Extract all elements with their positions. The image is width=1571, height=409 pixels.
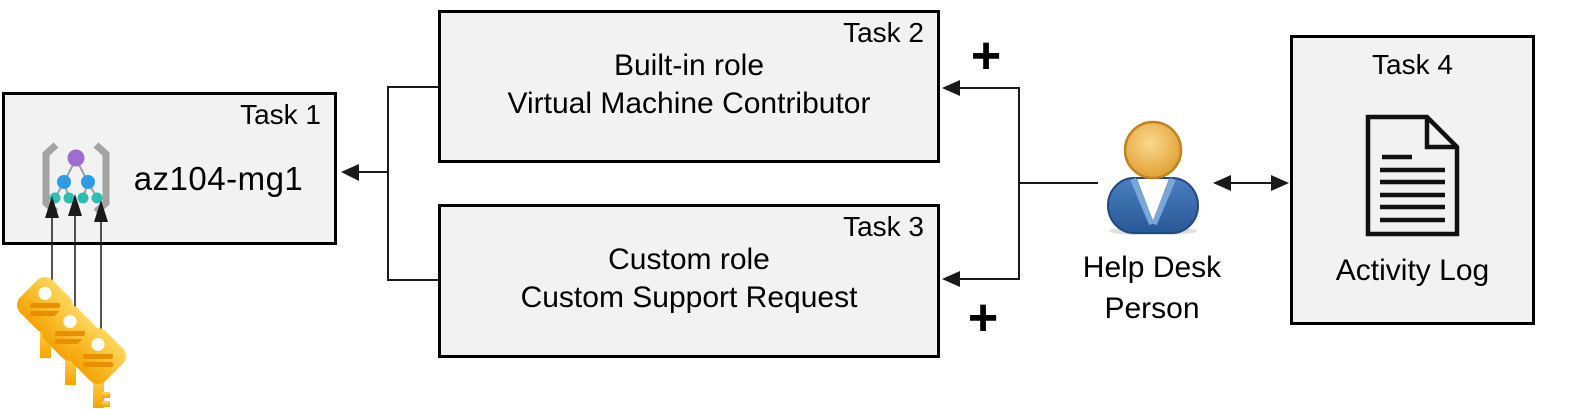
task2-role-name: Virtual Machine Contributor	[507, 87, 871, 120]
task1-box: Task 1 az104-mg1	[2, 92, 337, 245]
task3-role-name: Custom Support Request	[520, 281, 858, 314]
key-icon-1	[17, 277, 73, 358]
task4-box: Task 4 Activity Log	[1290, 35, 1535, 325]
task3-role-type: Custom role	[608, 243, 770, 276]
arrowhead-into-task1	[341, 164, 359, 181]
key-icon-3	[70, 328, 126, 408]
task4-label: Task 4	[1372, 49, 1453, 80]
person-label-line1: Help Desk	[1082, 251, 1222, 284]
task2-box: Task 2 Built-in role Virtual Machine Con…	[438, 10, 940, 163]
task2-role-type: Built-in role	[613, 49, 765, 82]
task3-box: Task 3 Custom role Custom Support Reques…	[438, 204, 940, 358]
task1-label: Task 1	[240, 99, 321, 130]
keys-icon	[17, 277, 126, 408]
management-group-icon	[42, 142, 110, 215]
plus-sign-top: +	[970, 27, 1002, 85]
arrowhead-into-task3	[942, 271, 960, 287]
task2-label: Task 2	[843, 17, 924, 48]
double-arrow-person-task4	[1213, 175, 1289, 191]
management-group-name: az104-mg1	[133, 160, 304, 197]
plus-sign-bottom: +	[967, 289, 999, 347]
connector-left-bracket	[358, 86, 438, 281]
document-icon	[1365, 114, 1460, 237]
task3-label: Task 3	[843, 211, 924, 242]
task4-caption: Activity Log	[1335, 254, 1490, 287]
person-icon	[1107, 120, 1199, 235]
key-icon-2	[42, 305, 98, 385]
task1-content: az104-mg1	[5, 141, 334, 217]
person-label-line2: Person	[1104, 292, 1200, 325]
person-label: Help Desk Person	[1042, 247, 1262, 329]
task3-content: Custom role Custom Support Request	[441, 207, 937, 317]
task2-content: Built-in role Virtual Machine Contributo…	[441, 13, 937, 123]
